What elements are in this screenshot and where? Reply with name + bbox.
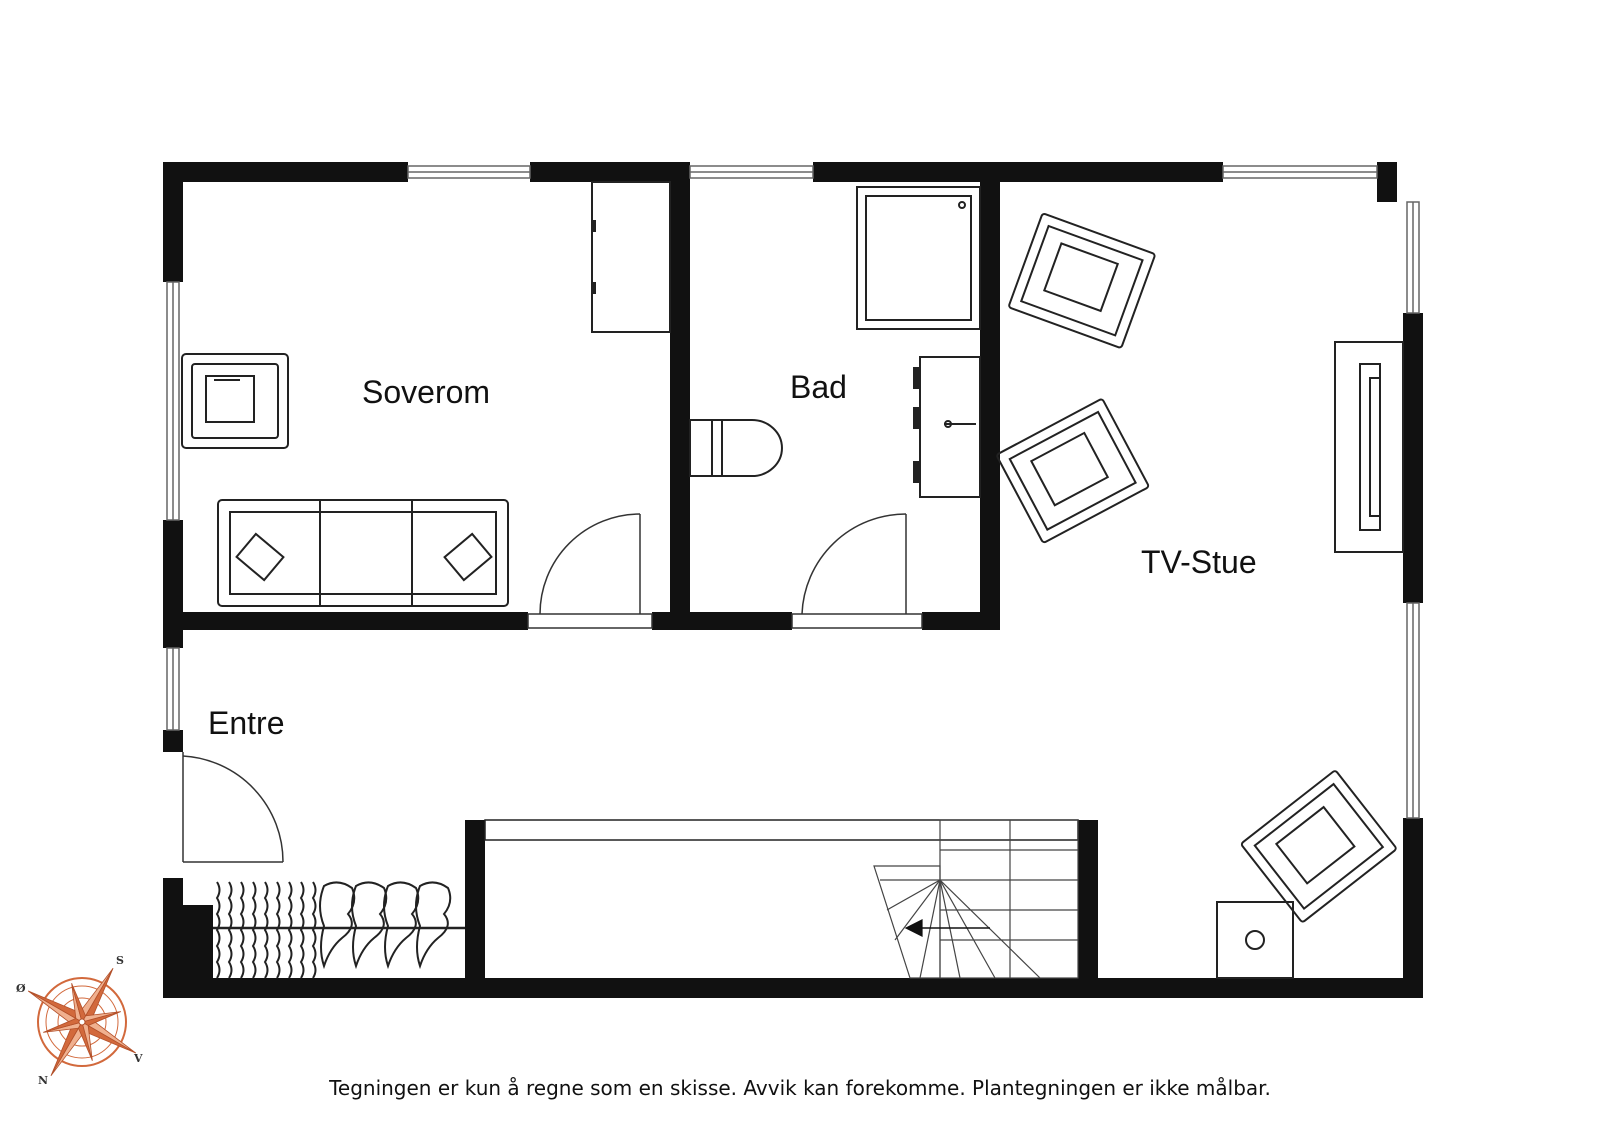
room-label-tv-stue: TV-Stue: [1141, 544, 1257, 580]
compass-east: Ø: [16, 982, 26, 995]
compass-north: N: [38, 1074, 48, 1087]
compass-rose-icon: S V N Ø: [16, 954, 143, 1087]
room-label-soverom: Soverom: [362, 374, 490, 410]
compass-west: V: [133, 1052, 143, 1065]
walls: [163, 162, 1423, 998]
stairs: [484, 819, 1079, 979]
shoe-rack: [213, 881, 465, 979]
bad-furniture: [689, 186, 981, 498]
room-label-bad: Bad: [790, 369, 847, 405]
doors: [182, 513, 923, 863]
compass-south: S: [116, 954, 124, 967]
windows: [166, 165, 1420, 819]
room-label-entre: Entre: [208, 705, 284, 741]
tv-stue-furniture: [996, 213, 1404, 979]
disclaimer-text: Tegningen er kun å regne som en skisse. …: [329, 1076, 1271, 1100]
soverom-furniture: [181, 181, 671, 607]
